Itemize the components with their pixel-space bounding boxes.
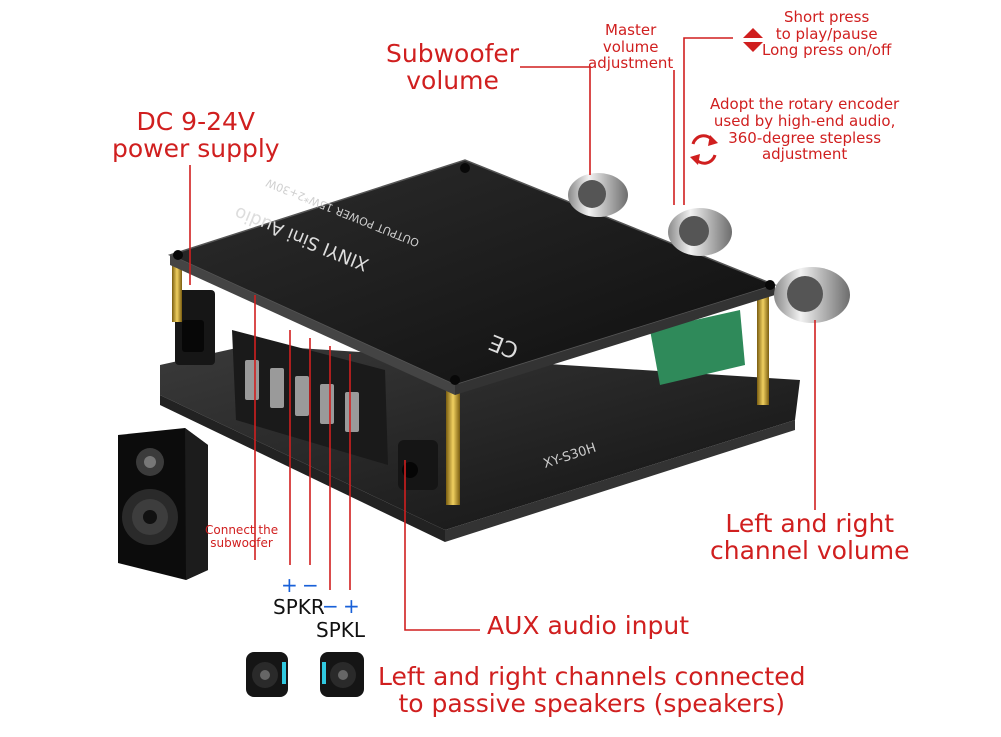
label-spkl: SPKL: [316, 618, 366, 642]
label-master-volume: Master volume adjustment: [588, 21, 674, 72]
standoff-front: [446, 385, 460, 505]
up-down-arrow-icon: [743, 28, 763, 52]
label-connect-subwoofer: Connect the subwoofer: [205, 523, 279, 551]
label-passive-speakers: Left and right channels connected to pas…: [378, 662, 806, 718]
standoff-left: [172, 262, 182, 322]
pcb-base-edge: [160, 395, 445, 542]
top-plate-edge: [170, 255, 455, 395]
knob-master: [668, 208, 732, 256]
label-spkr: SPKR: [273, 595, 325, 619]
label-subwoofer-volume: Subwoofer volume: [386, 39, 520, 95]
label-aux-input: AUX audio input: [487, 611, 690, 640]
label-dc-power: DC 9-24V power supply: [112, 107, 280, 163]
line-aux: [404, 460, 480, 631]
label-press-control: Short press to play/pause Long press on/…: [762, 8, 892, 59]
right-speaker-icon: [320, 652, 364, 697]
left-speaker-icon: [246, 652, 288, 697]
line-press: [683, 37, 733, 205]
green-module: [650, 310, 745, 385]
pcb-base-edge-right: [445, 420, 795, 542]
knob-left-right: [774, 267, 850, 323]
line-subwoofer: [520, 66, 591, 175]
label-left-right-volume: Left and right channel volume: [710, 509, 910, 565]
spkl-plus-sign: +: [343, 594, 360, 618]
spkr-minus-sign: −: [302, 573, 319, 597]
spkr-plus-sign: +: [281, 573, 298, 597]
annotation-lines: [189, 37, 816, 631]
label-rotary-encoder: Adopt the rotary encoder used by high-en…: [710, 95, 900, 164]
subwoofer-speaker-icon: [118, 428, 208, 580]
spkl-minus-sign: −: [322, 594, 339, 618]
standoff-right: [757, 290, 769, 405]
knob-subwoofer: [568, 173, 628, 217]
